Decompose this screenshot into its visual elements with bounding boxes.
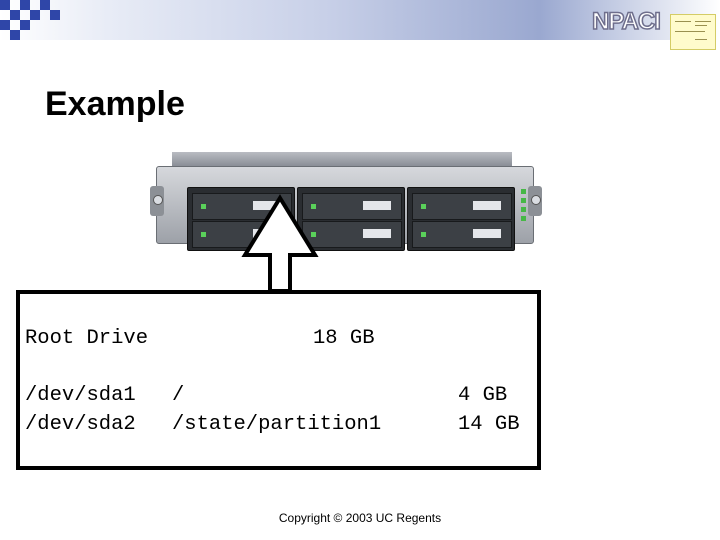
npaci-logo: NPACI xyxy=(591,7,661,36)
copyright-footer: Copyright © 2003 UC Regents xyxy=(278,511,442,525)
partition-info-box: Root Drive 18 GB /dev/sda1 / /dev/sda2 /… xyxy=(16,290,541,470)
checker-decoration xyxy=(0,0,60,40)
header-band xyxy=(0,0,720,40)
root-drive-label: Root Drive xyxy=(25,327,149,350)
partition-1-device: /dev/sda1 xyxy=(25,384,136,407)
partition-2-size: 14 GB xyxy=(458,413,520,436)
rack-server-image xyxy=(150,152,542,251)
slide-title: Example xyxy=(45,85,185,123)
partition-2-device: /dev/sda2 xyxy=(25,413,136,436)
partition-2-mount: /state/partition1 xyxy=(172,413,382,436)
up-arrow-icon xyxy=(241,194,319,293)
partition-1-size: 4 GB xyxy=(458,384,508,407)
sticky-note-icon xyxy=(670,14,716,50)
root-drive-size: 18 GB xyxy=(313,327,375,350)
partition-1-mount: / xyxy=(172,384,185,407)
